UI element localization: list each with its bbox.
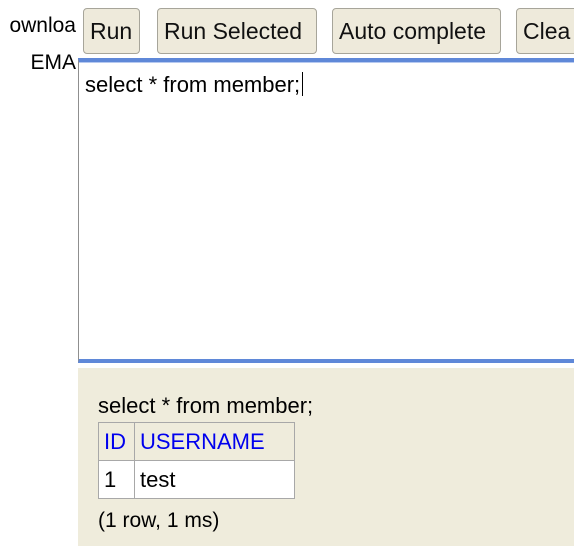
run-button[interactable]: Run — [83, 8, 140, 54]
sql-editor[interactable]: select * from member; — [78, 58, 574, 363]
sql-editor-text[interactable]: select * from member; — [85, 72, 304, 98]
tree-item-download[interactable]: ownloa — [9, 14, 76, 37]
schema-tree-panel: ownloa EMA — [0, 0, 78, 546]
tree-item-schema[interactable]: EMA — [30, 51, 76, 74]
result-table: ID USERNAME 1 test — [98, 422, 295, 499]
result-header-row: ID USERNAME — [98, 422, 295, 461]
cell-username: test — [134, 460, 295, 499]
sql-editor-content[interactable]: select * from member; — [79, 62, 574, 359]
clear-button[interactable]: Clea — [516, 8, 574, 54]
cell-id: 1 — [98, 460, 135, 499]
text-caret — [302, 72, 304, 96]
column-header-id[interactable]: ID — [98, 422, 135, 461]
executed-sql: select * from member; — [98, 393, 314, 418]
run-selected-button[interactable]: Run Selected — [157, 8, 317, 54]
table-row: 1 test — [98, 460, 295, 499]
column-header-username[interactable]: USERNAME — [134, 422, 295, 461]
result-panel: select * from member; ID USERNAME 1 test… — [78, 368, 574, 546]
sql-text: select * from member; — [85, 72, 301, 97]
auto-complete-button[interactable]: Auto complete — [332, 8, 501, 54]
result-status: (1 row, 1 ms) — [98, 509, 220, 532]
